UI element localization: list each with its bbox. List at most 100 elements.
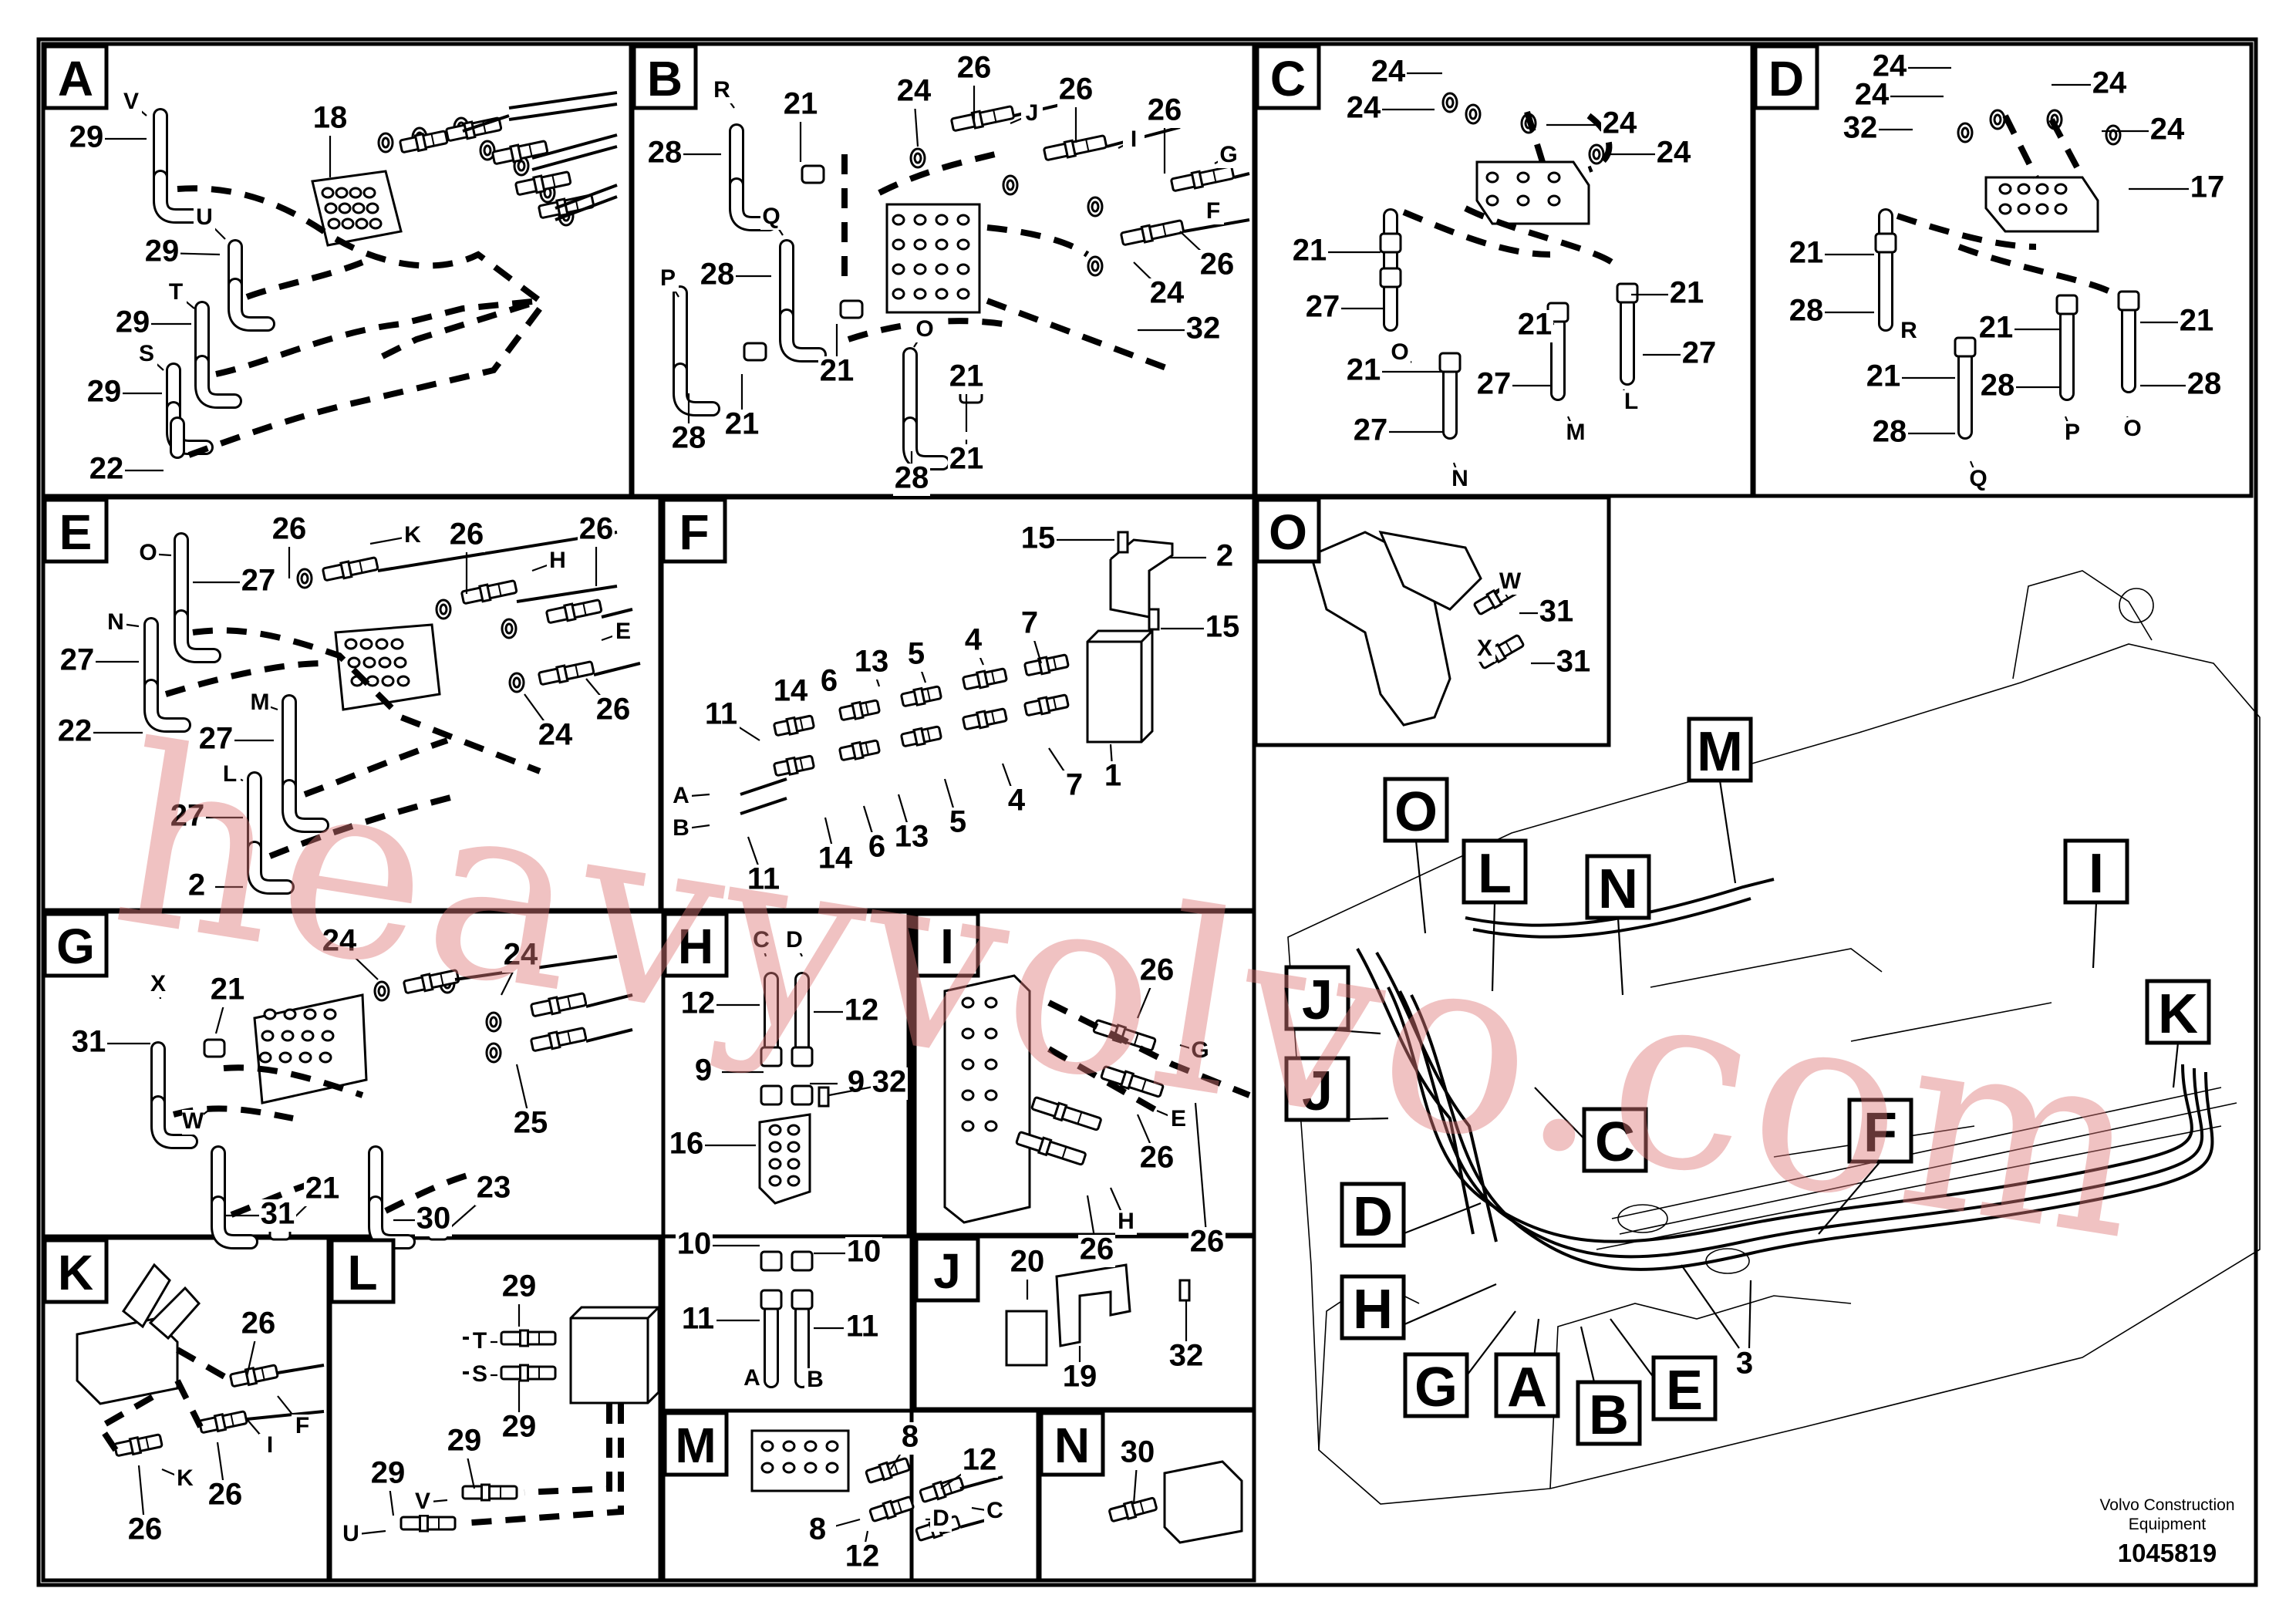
part-label: 6 bbox=[868, 830, 885, 864]
plate-hole bbox=[344, 638, 358, 650]
label-bg bbox=[817, 844, 854, 876]
fitting-nut bbox=[519, 1364, 529, 1382]
part-label: 21 bbox=[725, 407, 760, 441]
label-bg bbox=[137, 541, 159, 566]
label-bg bbox=[209, 975, 246, 1007]
label-bg bbox=[1898, 319, 1920, 344]
part-label: O bbox=[139, 540, 157, 565]
fitting-ridge bbox=[1085, 139, 1090, 152]
part-label: D bbox=[786, 927, 803, 953]
hose-line bbox=[176, 1347, 233, 1384]
overview-leader bbox=[1748, 1280, 1752, 1349]
label-bg bbox=[126, 1515, 164, 1547]
fitting-nut bbox=[912, 686, 926, 706]
fitting-ridge bbox=[865, 742, 869, 755]
hose-line bbox=[164, 660, 325, 697]
part-label: 13 bbox=[895, 820, 929, 854]
fitting-nut bbox=[1190, 170, 1205, 190]
washer-hole bbox=[1592, 148, 1601, 160]
hose-line bbox=[96, 1393, 156, 1452]
callout-g: G bbox=[1414, 1357, 1458, 1418]
plate-hole bbox=[321, 1030, 335, 1042]
hose-fitting bbox=[838, 739, 881, 761]
hose-line bbox=[1957, 244, 2115, 296]
part-label: 24 bbox=[1873, 49, 1907, 83]
label-bg bbox=[105, 611, 126, 636]
hose-line bbox=[516, 585, 618, 603]
part-label: 7 bbox=[1066, 768, 1083, 802]
fitting-ridge bbox=[1212, 170, 1217, 183]
label-bg bbox=[2186, 369, 2223, 402]
plate-hole bbox=[327, 218, 341, 230]
plate-hole bbox=[381, 675, 395, 687]
hose-line bbox=[986, 224, 1090, 258]
elbow-fill bbox=[781, 311, 824, 360]
fitting-ridge bbox=[1133, 1033, 1139, 1046]
callout-k: K bbox=[2158, 983, 2198, 1045]
hose-line bbox=[1183, 218, 1250, 233]
part-label: 8 bbox=[809, 1512, 826, 1546]
label-bg bbox=[1345, 356, 1382, 388]
part-label: E bbox=[615, 619, 631, 644]
label-bg bbox=[1979, 371, 2016, 403]
fitting-nut bbox=[878, 1461, 893, 1482]
part-label: 28 bbox=[1873, 415, 1907, 449]
label-bg bbox=[174, 1467, 196, 1492]
panel-h-header-box bbox=[663, 912, 729, 978]
label-bg bbox=[70, 1027, 107, 1060]
part-label: L bbox=[223, 761, 237, 787]
plate-hole bbox=[2054, 183, 2068, 195]
label-bg bbox=[723, 410, 760, 442]
plate-hole bbox=[768, 1141, 782, 1153]
overview-leader bbox=[1681, 1264, 1740, 1349]
part-label: 11 bbox=[846, 1310, 878, 1344]
part-label: 24 bbox=[504, 938, 538, 972]
label-bg bbox=[219, 763, 241, 787]
plate-hole bbox=[913, 238, 927, 251]
mounting-plate bbox=[1475, 160, 1590, 225]
part-label: 10 bbox=[677, 1227, 712, 1261]
callout-leader bbox=[1414, 840, 1427, 934]
callout-e: E bbox=[1666, 1360, 1703, 1421]
callout-l: L bbox=[1478, 843, 1512, 905]
part-label: 27 bbox=[241, 564, 276, 598]
label-bg bbox=[259, 1199, 296, 1232]
panel-c-header: C bbox=[1270, 51, 1306, 106]
label-bg bbox=[120, 90, 142, 115]
valve-n bbox=[1163, 1460, 1243, 1544]
part-label: 26 bbox=[957, 51, 992, 85]
plate-hole bbox=[913, 288, 927, 300]
part-label: 29 bbox=[371, 1456, 406, 1490]
part-label: B bbox=[673, 815, 689, 841]
label-bg bbox=[1218, 143, 1239, 168]
part-label: 4 bbox=[965, 623, 983, 657]
plate-hole bbox=[261, 1030, 275, 1042]
elbow-fill bbox=[230, 280, 273, 329]
washer-hole bbox=[483, 144, 492, 157]
label-bg bbox=[292, 1415, 313, 1439]
panel-i-header-box bbox=[914, 912, 980, 978]
panel-k-header: K bbox=[58, 1245, 93, 1300]
fitting-nut bbox=[932, 1480, 947, 1501]
hose-fitting bbox=[962, 707, 1008, 730]
fitting-nut bbox=[1140, 224, 1155, 244]
part-label: 24 bbox=[2150, 113, 2185, 147]
panel-d-header-box bbox=[1753, 44, 1819, 110]
hose-line bbox=[524, 1404, 612, 1496]
label-bg bbox=[595, 695, 632, 727]
washer-hole bbox=[1468, 108, 1478, 120]
plate-hole bbox=[355, 218, 369, 230]
hose-fitting bbox=[900, 725, 942, 747]
part-label: R bbox=[713, 77, 730, 103]
label-bg bbox=[448, 520, 485, 552]
elbow-fill bbox=[197, 357, 240, 406]
swivel-nut bbox=[791, 1250, 814, 1272]
panel-n-header-box bbox=[1039, 1411, 1105, 1477]
plate-hole bbox=[375, 638, 389, 650]
label-bg bbox=[1188, 1227, 1226, 1259]
label-bg bbox=[845, 1237, 882, 1270]
hose-line bbox=[462, 114, 510, 133]
part-label: 29 bbox=[145, 234, 180, 268]
label-bg bbox=[1009, 1247, 1046, 1280]
plate-hole bbox=[2017, 203, 2031, 215]
